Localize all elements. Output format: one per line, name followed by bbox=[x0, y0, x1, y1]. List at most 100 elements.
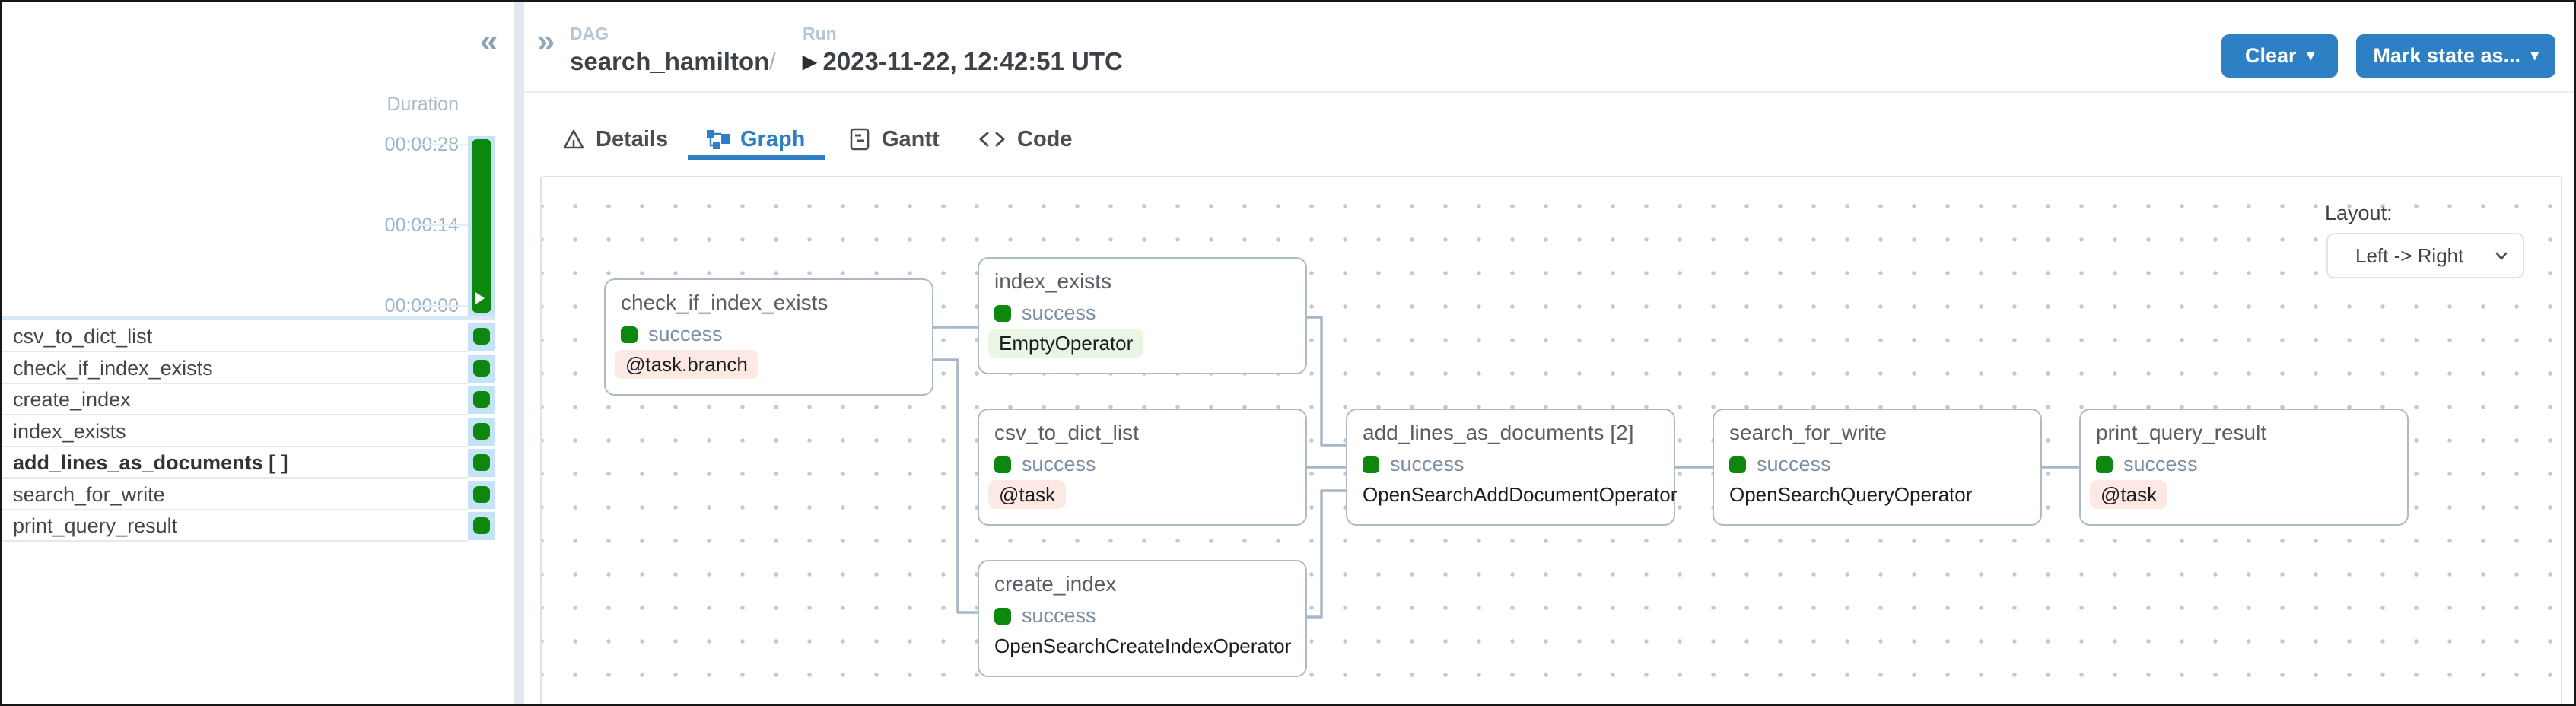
sidebar-collapse-icon[interactable]: « bbox=[480, 23, 498, 59]
panel-divider[interactable] bbox=[514, 2, 524, 704]
node-title: create_index bbox=[994, 572, 1117, 596]
task-row[interactable]: create_index bbox=[2, 384, 504, 415]
graph-node-create-index[interactable]: create_index success OpenSearchCreateInd… bbox=[978, 560, 1307, 677]
graph-node-csv-to-dict-list[interactable]: csv_to_dict_list success @task bbox=[978, 409, 1307, 526]
row-separator bbox=[2, 383, 468, 384]
operator-badge: @task.branch bbox=[615, 350, 758, 379]
task-row[interactable]: index_exists bbox=[2, 416, 504, 447]
task-name[interactable]: search_for_write bbox=[13, 483, 165, 506]
node-status: success bbox=[1022, 604, 1096, 627]
tab-code[interactable]: Code bbox=[977, 121, 1073, 157]
warning-triangle-icon bbox=[563, 129, 584, 149]
run-value[interactable]: ▶2023-11-22, 12:42:51 UTC bbox=[803, 47, 1123, 76]
header-divider bbox=[524, 91, 2574, 93]
success-status-icon[interactable] bbox=[473, 454, 490, 471]
gantt-icon bbox=[850, 128, 870, 151]
operator-badge: EmptyOperator bbox=[988, 329, 1144, 358]
task-status-cell[interactable] bbox=[468, 481, 495, 509]
task-row[interactable]: search_for_write bbox=[2, 479, 504, 510]
duration-gridline bbox=[413, 224, 495, 226]
tab-label: Code bbox=[1017, 126, 1073, 151]
breadcrumb-run[interactable]: Run ▶2023-11-22, 12:42:51 UTC bbox=[803, 24, 1123, 76]
success-status-icon[interactable] bbox=[473, 423, 490, 440]
success-status-icon[interactable] bbox=[473, 391, 490, 408]
run-timestamp: 2023-11-22, 12:42:51 UTC bbox=[822, 47, 1123, 75]
chart-baseline bbox=[2, 316, 495, 320]
task-status-cell[interactable] bbox=[468, 355, 495, 383]
dag-run-duration-bar[interactable] bbox=[472, 139, 491, 313]
success-status-icon bbox=[1729, 456, 1746, 473]
task-row[interactable]: check_if_index_exists bbox=[2, 353, 504, 384]
success-status-icon[interactable] bbox=[473, 486, 490, 503]
node-status: success bbox=[648, 323, 723, 345]
task-name[interactable]: csv_to_dict_list bbox=[13, 325, 153, 348]
node-status: success bbox=[2123, 453, 2198, 475]
caret-down-icon: ▾ bbox=[2531, 48, 2539, 64]
row-separator bbox=[2, 540, 468, 542]
success-status-icon bbox=[994, 304, 1011, 322]
clear-button-label: Clear bbox=[2244, 44, 2297, 67]
task-status-cell[interactable] bbox=[468, 418, 495, 446]
tab-details[interactable]: Details bbox=[561, 121, 668, 157]
graph-node-search-for-write[interactable]: search_for_write success OpenSearchQuery… bbox=[1713, 409, 2042, 526]
operator-badge: OpenSearchQueryOperator bbox=[1729, 483, 1973, 506]
graph-icon bbox=[707, 130, 730, 149]
row-separator bbox=[2, 414, 468, 415]
duration-gridline bbox=[413, 305, 495, 307]
operator-badge: OpenSearchCreateIndexOperator bbox=[994, 634, 1292, 657]
selected-run-marker-icon bbox=[475, 292, 485, 304]
node-status: success bbox=[1022, 301, 1096, 324]
breadcrumb-dag[interactable]: DAG search_hamilton bbox=[570, 24, 769, 76]
operator-badge: @task bbox=[2090, 480, 2168, 509]
success-status-icon[interactable] bbox=[473, 517, 490, 534]
graph-node-index-exists[interactable]: index_exists success EmptyOperator bbox=[978, 257, 1307, 374]
task-name[interactable]: check_if_index_exists bbox=[13, 357, 213, 380]
task-row[interactable]: print_query_result bbox=[2, 510, 504, 542]
success-status-icon bbox=[994, 607, 1011, 625]
row-separator bbox=[2, 446, 468, 447]
graph-edges bbox=[933, 316, 2079, 619]
active-tab-indicator bbox=[688, 155, 825, 160]
tab-gantt[interactable]: Gantt bbox=[848, 121, 940, 157]
task-status-cell[interactable] bbox=[468, 449, 495, 477]
dag-label: DAG bbox=[570, 24, 609, 43]
tab-graph[interactable]: Graph bbox=[706, 121, 805, 157]
caret-down-icon: ▾ bbox=[2307, 48, 2315, 64]
duration-gridline bbox=[413, 144, 495, 145]
success-status-icon bbox=[1363, 456, 1379, 473]
task-name[interactable]: print_query_result bbox=[13, 514, 178, 537]
graph-node-add-lines-as-documents[interactable]: add_lines_as_documents [2] success OpenS… bbox=[1346, 409, 1678, 526]
task-status-cell[interactable] bbox=[468, 512, 495, 540]
success-status-icon bbox=[621, 326, 638, 343]
layout-select[interactable]: Left -> Right bbox=[2326, 233, 2524, 278]
graph-node-check-if-index-exists[interactable]: check_if_index_exists success @task.bran… bbox=[604, 278, 933, 396]
success-status-icon[interactable] bbox=[473, 360, 490, 377]
graph-node-print-query-result[interactable]: print_query_result success @task bbox=[2079, 409, 2409, 526]
task-name[interactable]: add_lines_as_documents [ ] bbox=[13, 451, 288, 474]
node-title: csv_to_dict_list bbox=[994, 421, 1139, 444]
task-status-cell[interactable] bbox=[468, 323, 495, 351]
success-status-icon[interactable] bbox=[473, 328, 490, 345]
layout-select-value: Left -> Right bbox=[2355, 243, 2464, 267]
run-play-icon: ▶ bbox=[803, 52, 817, 72]
node-title: check_if_index_exists bbox=[621, 291, 828, 314]
node-status: success bbox=[1757, 453, 1831, 475]
tab-label: Details bbox=[596, 126, 669, 151]
task-status-cell[interactable] bbox=[468, 386, 495, 414]
row-separator bbox=[2, 509, 468, 510]
tab-label: Graph bbox=[740, 126, 806, 151]
operator-badge: OpenSearchAddDocumentOperator bbox=[1363, 483, 1678, 506]
dag-name[interactable]: search_hamilton bbox=[570, 47, 770, 75]
task-row[interactable]: csv_to_dict_list bbox=[2, 321, 504, 352]
run-label: Run bbox=[803, 24, 837, 43]
clear-button[interactable]: Clear ▾ bbox=[2221, 34, 2338, 78]
task-name[interactable]: create_index bbox=[13, 388, 131, 411]
dag-graph-canvas[interactable]: check_if_index_exists success @task.bran… bbox=[540, 176, 2562, 704]
success-status-icon bbox=[2096, 456, 2113, 473]
task-name[interactable]: index_exists bbox=[13, 420, 126, 443]
layout-label: Layout: bbox=[2325, 202, 2393, 224]
task-row[interactable]: add_lines_as_documents [ ] bbox=[2, 447, 504, 479]
mark-state-as-button[interactable]: Mark state as... ▾ bbox=[2356, 34, 2555, 78]
sidebar-expand-icon[interactable]: » bbox=[537, 23, 555, 59]
node-status: success bbox=[1390, 453, 1465, 475]
